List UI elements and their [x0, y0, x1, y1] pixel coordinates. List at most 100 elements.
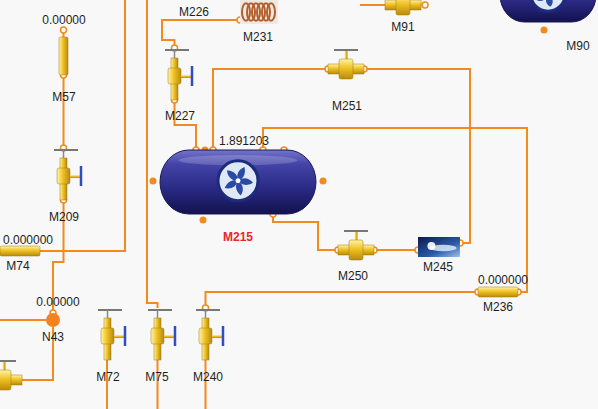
valve-flange	[101, 328, 114, 344]
fan-hub	[235, 178, 241, 184]
component-symbol	[52, 148, 84, 200]
junction-dot	[46, 313, 60, 327]
port	[422, 2, 428, 8]
display-unit: M245	[418, 237, 460, 257]
port-markers	[61, 2, 548, 224]
value-readout: 0.000000	[478, 274, 528, 286]
pipe-connection	[162, 17, 243, 51]
pipe-wire	[40, 0, 125, 251]
valve-stem	[70, 175, 80, 178]
tag-label: M90	[566, 40, 589, 52]
value-readout: 0.00000	[36, 296, 79, 308]
valve-stem	[114, 335, 124, 338]
valve-flange	[0, 370, 11, 390]
pipe-line	[206, 292, 479, 308]
valve-actuator	[80, 166, 83, 186]
pipe-connection	[371, 247, 421, 253]
port	[61, 27, 67, 33]
component-symbol	[146, 308, 178, 360]
pipe-line	[263, 128, 527, 292]
valve-handle	[148, 309, 172, 311]
valve-actuator	[123, 326, 126, 346]
coil-frame	[240, 0, 278, 24]
pipe-body	[478, 287, 518, 297]
valve-flange	[57, 168, 70, 184]
fan-ring	[531, 0, 566, 11]
pipe-segment: 0.000000M236	[478, 287, 518, 297]
valve-actuator	[222, 326, 225, 346]
tag-label: N43	[42, 331, 64, 343]
tag-label: M215	[223, 231, 253, 243]
tank-vessel: M90	[500, 0, 596, 22]
valve-handle	[344, 230, 368, 232]
tag-label: M209	[49, 211, 79, 223]
display-frame	[418, 237, 460, 257]
tag-label: M245	[423, 261, 453, 273]
component-symbol	[500, 0, 596, 22]
valve-flange	[349, 240, 363, 260]
valve-symbol	[0, 361, 22, 390]
tag-label: M240	[193, 371, 223, 383]
valve: M209	[52, 148, 84, 200]
valve: M72	[96, 308, 128, 360]
valve-handle	[0, 360, 16, 362]
pipe-segment: 0.000000M74	[0, 246, 40, 256]
port	[541, 27, 548, 34]
tag-label: M236	[483, 301, 513, 313]
valve-handle	[165, 49, 189, 51]
valve: M91	[385, 0, 421, 16]
tag-label: M74	[6, 260, 29, 272]
heat-coil: M231	[240, 0, 278, 24]
pipe-wire	[157, 360, 159, 409]
tag-label: M91	[391, 21, 414, 33]
pipe-body	[0, 246, 40, 256]
valve-flange	[339, 59, 353, 79]
component-symbol	[478, 287, 518, 297]
junction-node: 0.00000N43	[46, 313, 60, 327]
pipe-line	[162, 20, 240, 48]
fan-ring	[218, 161, 258, 201]
valve-flange	[151, 328, 164, 344]
pipe-connection	[172, 97, 200, 153]
pipe-connection	[61, 72, 67, 151]
pipe-body	[59, 37, 68, 75]
tag-label: M227	[165, 110, 195, 122]
valve-handle	[54, 149, 78, 151]
pipe-connection	[270, 211, 341, 253]
valve-actuator	[191, 66, 194, 86]
valve-handle	[334, 49, 358, 51]
tank-shell	[160, 150, 316, 214]
coil-turn	[267, 3, 275, 20]
pipe-line	[374, 249, 418, 251]
component-symbol	[160, 150, 316, 214]
pipe-wire	[106, 360, 108, 409]
component-symbol	[96, 308, 128, 360]
valve-flange	[396, 0, 410, 15]
component-symbol	[240, 0, 278, 24]
valve-handle	[196, 309, 220, 311]
valve: M240	[194, 308, 226, 360]
component-symbol	[46, 313, 60, 327]
valve: M251	[328, 48, 364, 80]
pipe-wire	[0, 319, 46, 321]
component-symbol	[418, 237, 460, 257]
port	[200, 217, 207, 224]
component-symbol	[0, 246, 40, 256]
pipe-connection	[361, 66, 470, 246]
component-symbol	[194, 308, 226, 360]
pipe-line	[364, 69, 470, 243]
valve: M227	[163, 48, 195, 100]
pipe-connection	[203, 289, 482, 311]
valve: M75	[146, 308, 178, 360]
fan-blade	[544, 0, 554, 8]
tag-label: M251	[332, 100, 362, 112]
pipe-line	[175, 100, 197, 150]
component-symbol	[163, 48, 195, 100]
pipe-connection	[210, 66, 331, 153]
component-symbol	[385, 0, 421, 16]
valve-flange	[199, 328, 212, 344]
valve-flange	[168, 68, 181, 84]
component-symbol	[338, 229, 374, 261]
value-readout: 0.000000	[3, 234, 53, 246]
